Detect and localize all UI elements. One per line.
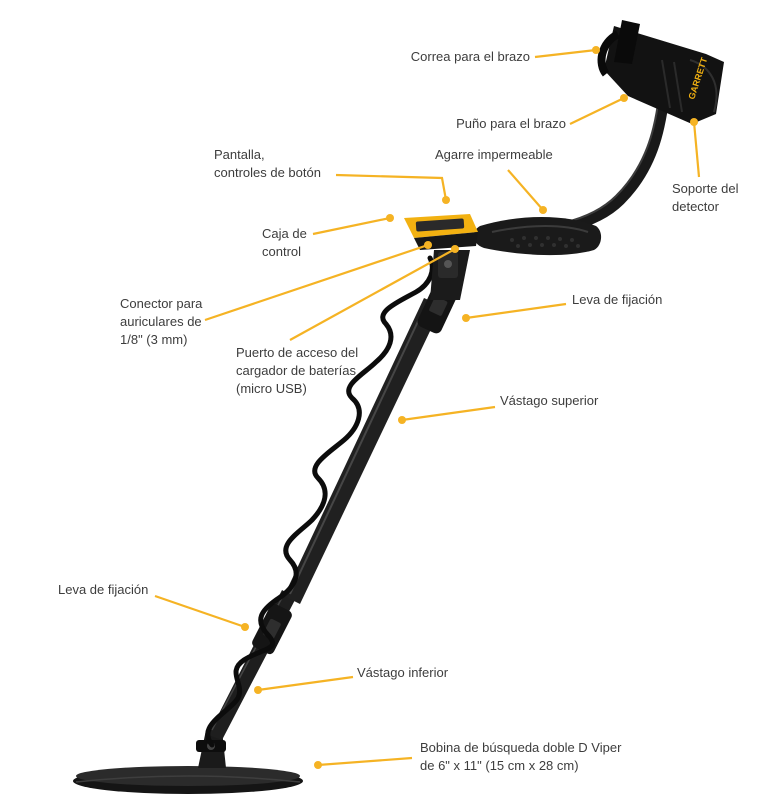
label-upper-stem: Vástago superior — [500, 393, 599, 408]
coil-cable — [205, 255, 435, 748]
upper-stem — [284, 298, 442, 604]
leader-control-box — [312, 216, 391, 236]
leader-display — [335, 173, 448, 201]
control-box — [404, 214, 478, 250]
waterproof-grip — [473, 217, 602, 256]
search-coil — [73, 766, 303, 794]
label-control-box: Caja de control — [262, 226, 307, 259]
leader-search-coil — [317, 756, 413, 767]
leader-upper-stem — [401, 405, 496, 422]
label-detector-stand: Soporte del detector — [672, 181, 739, 214]
leader-cam-lock-upper — [465, 302, 567, 320]
leader-lower-stem — [257, 675, 354, 692]
label-arm-strap: Correa para el brazo — [410, 49, 530, 64]
label-charger-port: Puerto de acceso del cargador de batería… — [236, 345, 359, 396]
leader-arm-cuff — [569, 97, 625, 125]
label-arm-cuff: Puño para el brazo — [456, 116, 566, 131]
label-waterproof-grip: Agarre impermeable — [435, 147, 553, 162]
leader-arm-strap — [534, 48, 597, 59]
leader-lines — [154, 46, 701, 769]
arm-cuff: GARRETT — [597, 20, 724, 124]
label-headphone-jack: Conector para auriculares de 1/8" (3 mm) — [120, 296, 203, 347]
label-search-coil: Bobina de búsqueda doble D Viper de 6" x… — [420, 740, 622, 773]
leader-charger-port — [289, 248, 456, 341]
handle-neck — [430, 250, 470, 300]
leader-detector-stand — [692, 121, 701, 178]
leader-grip — [507, 169, 544, 211]
label-lower-stem: Vástago inferior — [357, 665, 449, 680]
label-cam-lock-lower: Leva de fijación — [58, 582, 149, 597]
leader-cam-lock-lower — [154, 594, 246, 629]
label-display: Pantalla, controles de botón — [214, 147, 321, 180]
label-cam-lock-upper: Leva de fijación — [572, 292, 663, 307]
leader-headphone-jack — [204, 243, 429, 322]
